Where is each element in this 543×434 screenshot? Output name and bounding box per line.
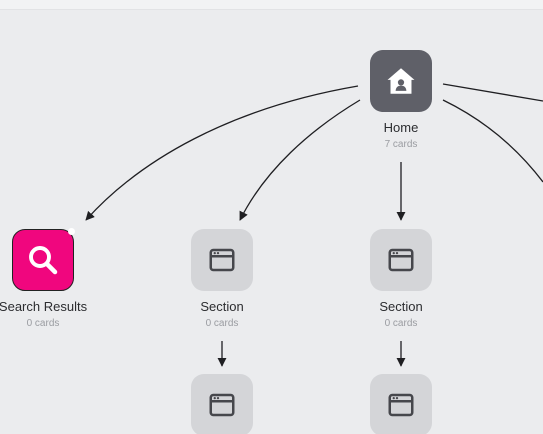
section-node-b-title: Section	[379, 299, 423, 314]
child-node-b[interactable]	[370, 374, 432, 434]
status-dot	[68, 228, 75, 235]
edge-home-to-section-a[interactable]	[239, 99, 361, 221]
window-icon	[388, 393, 414, 417]
edge-home-to-offscreen-1[interactable]	[442, 83, 543, 102]
section-node-a[interactable]	[191, 229, 253, 291]
window-icon	[209, 393, 235, 417]
search-results-node-count: 0 cards	[26, 318, 60, 329]
search-icon	[29, 246, 58, 275]
section-node-a-title: Section	[200, 299, 244, 314]
edge-home-to-offscreen-2[interactable]	[442, 99, 543, 183]
home-node-title: Home	[383, 120, 419, 135]
home-node[interactable]	[370, 50, 432, 112]
canvas-top-edge	[0, 0, 543, 10]
search-results-node-title: Search Results	[0, 299, 88, 314]
edge-home-to-search[interactable]	[85, 85, 359, 221]
section-node-a-count: 0 cards	[205, 318, 239, 329]
section-node-b[interactable]	[370, 229, 432, 291]
section-node-b-count: 0 cards	[384, 318, 418, 329]
child-node-a[interactable]	[191, 374, 253, 434]
window-icon	[209, 248, 235, 272]
home-node-count: 7 cards	[384, 139, 418, 150]
search-results-node[interactable]	[12, 228, 75, 291]
window-icon	[388, 248, 414, 272]
home-icon	[387, 68, 415, 94]
